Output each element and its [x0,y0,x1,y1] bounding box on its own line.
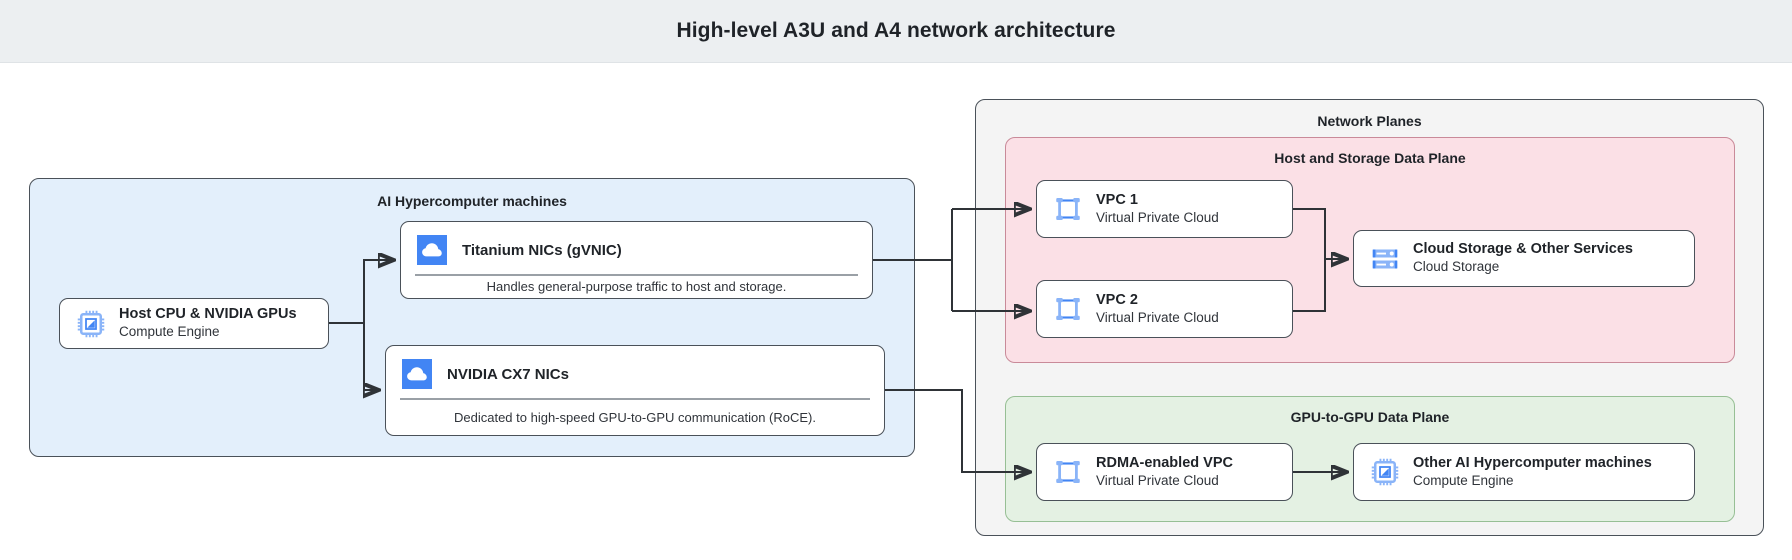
vpc-icon [1056,461,1080,483]
node-text: VPC 1 Virtual Private Cloud [1096,192,1219,226]
node-caption: Dedicated to high-speed GPU-to-GPU commu… [454,409,816,425]
node-title: VPC 1 [1096,191,1138,208]
node-header: Titanium NICs (gVNIC) [401,222,872,274]
node-host-cpu-nvidia-gpus[interactable]: Host CPU & NVIDIA GPUs Compute Engine [59,298,329,349]
node-rdma-enabled-vpc[interactable]: RDMA-enabled VPC Virtual Private Cloud [1036,443,1293,501]
node-subtitle: Cloud Storage [1413,259,1500,275]
node-subtitle: Virtual Private Cloud [1096,209,1219,225]
divider [415,274,858,276]
node-subtitle: Compute Engine [1413,472,1514,488]
node-text: VPC 2 Virtual Private Cloud [1096,292,1219,326]
cloud-storage-icon [1372,249,1398,268]
node-header: NVIDIA CX7 NICs [386,346,884,398]
node-title: NVIDIA CX7 NICs [447,365,569,383]
group-title-gpu-plane: GPU-to-GPU Data Plane [1290,409,1450,425]
vpc-icon [1056,298,1080,320]
node-nvidia-cx7-nics[interactable]: NVIDIA CX7 NICs Dedicated to high-speed … [385,345,885,436]
node-subtitle: Compute Engine [119,324,220,340]
node-title: Host CPU & NVIDIA GPUs [119,306,297,323]
node-title: VPC 2 [1096,291,1138,308]
node-text: Other AI Hypercomputer machines Compute … [1413,455,1652,489]
node-text: RDMA-enabled VPC Virtual Private Cloud [1096,455,1233,489]
group-title-network-planes: Network Planes [1317,113,1422,129]
group-title-host-storage-plane: Host and Storage Data Plane [1274,150,1466,166]
node-caption: Handles general-purpose traffic to host … [486,279,787,295]
node-titanium-nics[interactable]: Titanium NICs (gVNIC) Handles general-pu… [400,221,873,299]
divider [400,398,870,400]
node-subtitle: Virtual Private Cloud [1096,309,1219,325]
node-other-ai-hypercomputer-machines[interactable]: Other AI Hypercomputer machines Compute … [1353,443,1695,501]
cpu-chip-icon [1371,458,1399,486]
node-vpc-1[interactable]: VPC 1 Virtual Private Cloud [1036,180,1293,238]
node-title: Other AI Hypercomputer machines [1413,454,1652,471]
cloud-icon [402,359,432,389]
node-text: Cloud Storage & Other Services Cloud Sto… [1413,241,1633,275]
vpc-icon [1056,198,1080,220]
page-header: High-level A3U and A4 network architectu… [0,0,1792,63]
node-cloud-storage-and-other-services[interactable]: Cloud Storage & Other Services Cloud Sto… [1353,230,1695,287]
node-title: Titanium NICs (gVNIC) [462,241,622,259]
node-subtitle: Virtual Private Cloud [1096,472,1219,488]
node-title: Cloud Storage & Other Services [1413,241,1633,258]
node-vpc-2[interactable]: VPC 2 Virtual Private Cloud [1036,280,1293,338]
cpu-chip-icon [77,310,105,337]
page-title: High-level A3U and A4 network architectu… [676,19,1116,42]
node-text: Host CPU & NVIDIA GPUs Compute Engine [119,306,297,340]
cloud-icon [417,235,447,265]
group-title-ai-machines: AI Hypercomputer machines [377,193,567,209]
node-title: RDMA-enabled VPC [1096,454,1233,471]
